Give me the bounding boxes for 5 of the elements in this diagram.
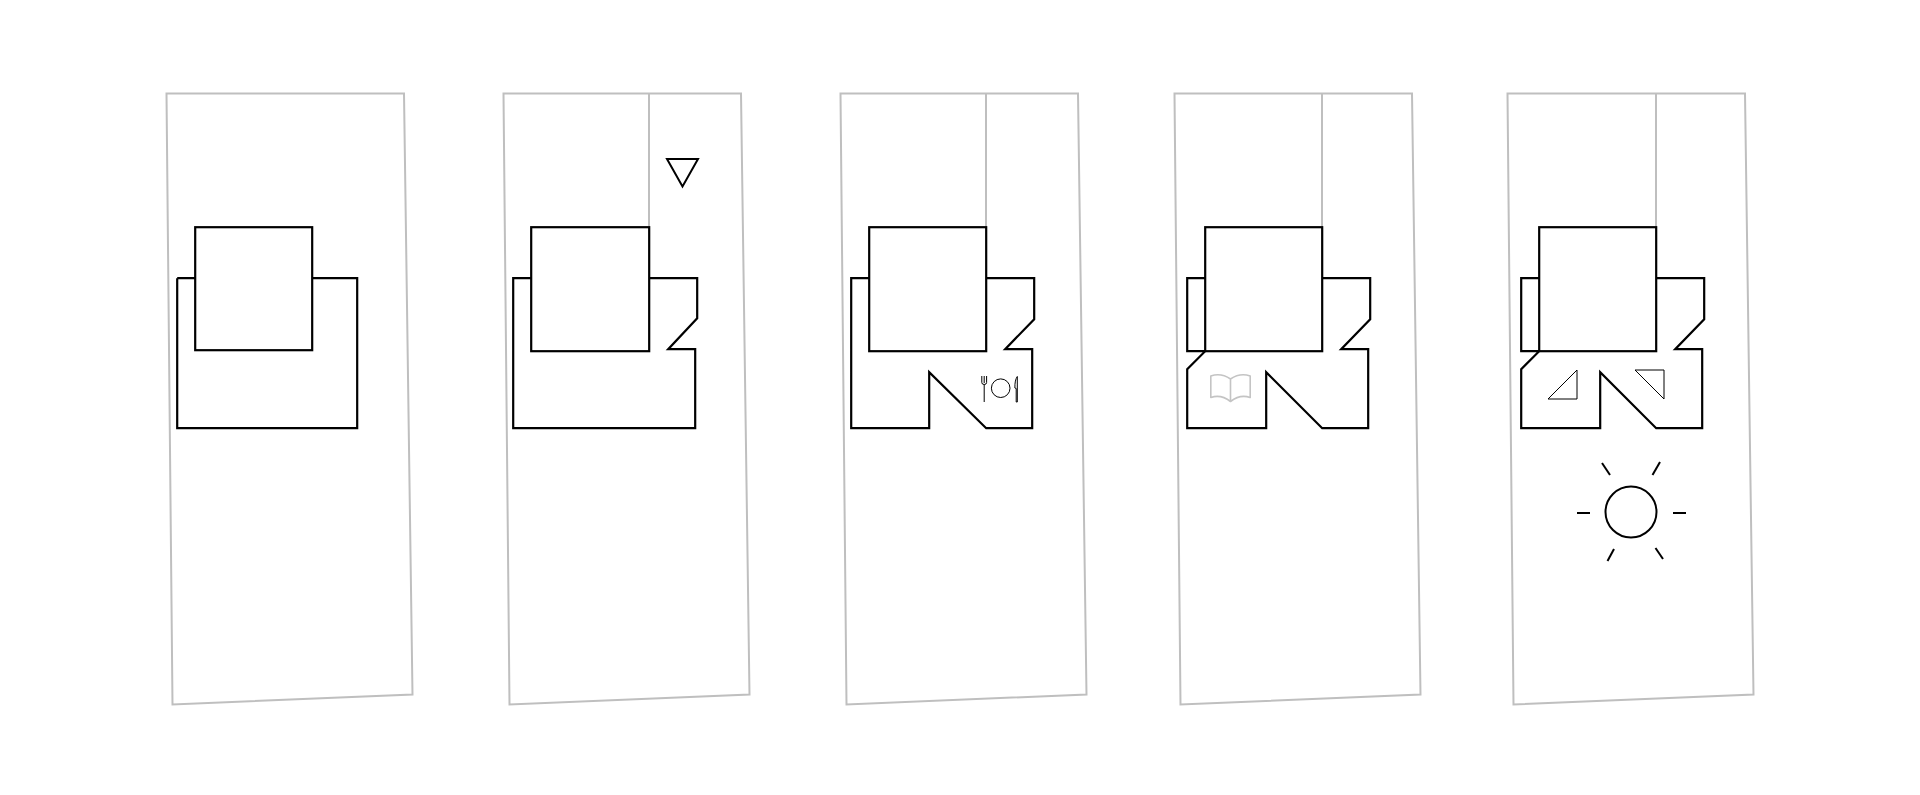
site-panel <box>1505 91 1755 706</box>
site-panel <box>838 91 1088 706</box>
site-panel <box>165 91 414 706</box>
site-panel <box>501 91 751 706</box>
site-panel <box>1172 91 1422 706</box>
